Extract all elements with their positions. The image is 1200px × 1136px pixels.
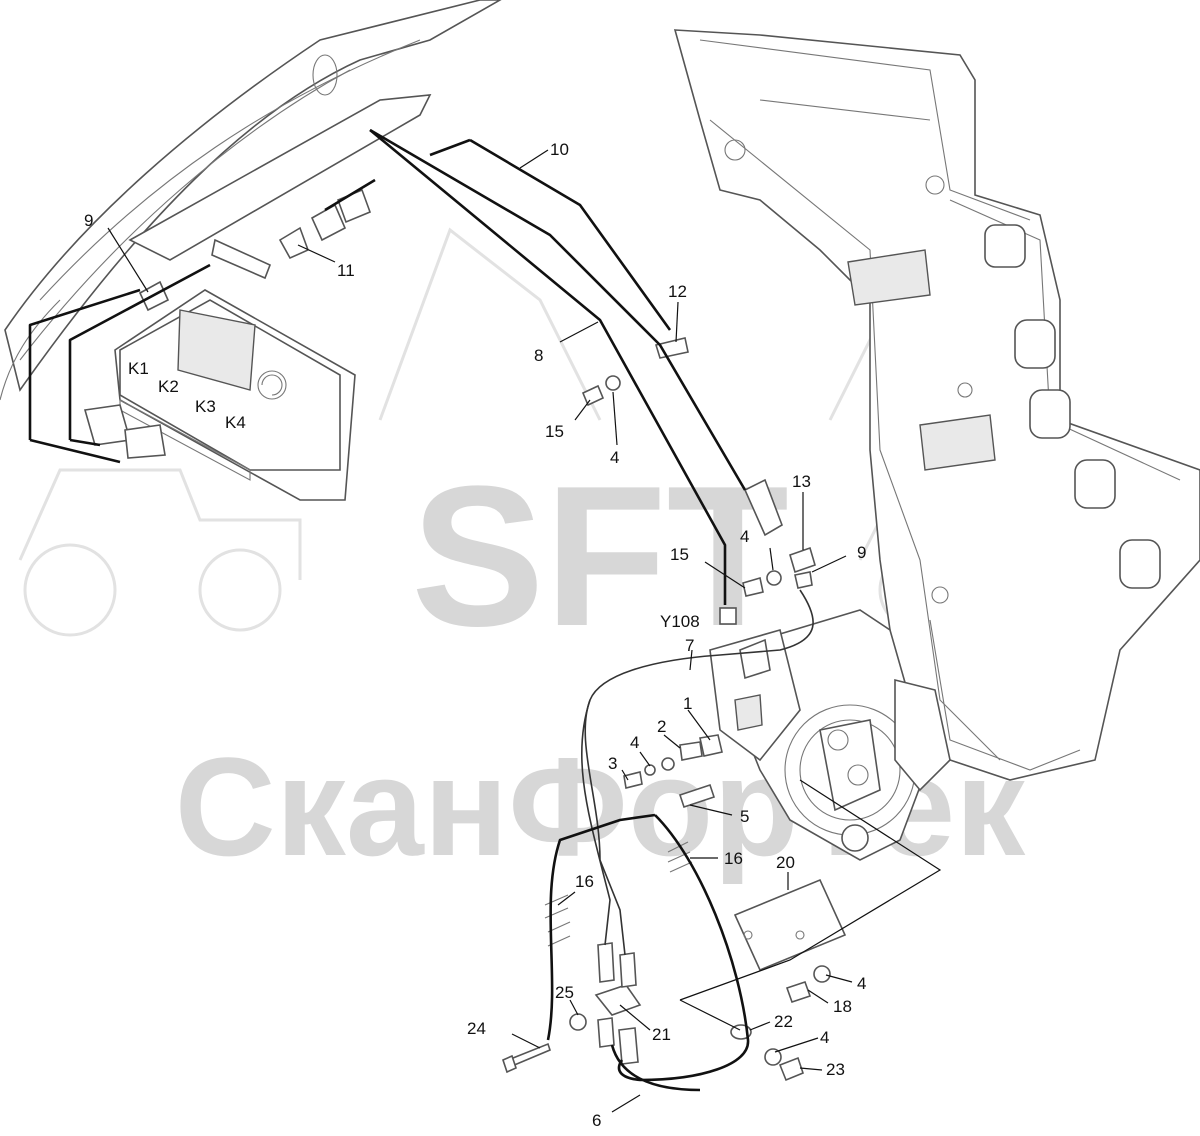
module-key-k1: K1 xyxy=(128,359,149,378)
callout-25: 25 xyxy=(555,983,574,1002)
callout-21: 21 xyxy=(652,1025,671,1044)
callout-y108: Y108 xyxy=(660,612,700,631)
callout-9-top: 9 xyxy=(84,211,93,230)
callout-4-top: 4 xyxy=(610,448,619,467)
wiring-harness xyxy=(28,128,814,1092)
callout-11: 11 xyxy=(337,261,355,280)
callout-4-left: 4 xyxy=(630,733,639,752)
callout-2: 2 xyxy=(657,717,666,736)
callout-3: 3 xyxy=(608,754,617,773)
callout-24: 24 xyxy=(467,1019,486,1038)
callout-4-bottom: 4 xyxy=(820,1028,829,1047)
callout-7: 7 xyxy=(685,636,694,655)
chassis-frame xyxy=(673,29,1200,781)
callout-labels: 10 9 11 12 8 15 4 13 4 9 15 Y108 7 1 2 4… xyxy=(84,140,866,1130)
callout-22: 22 xyxy=(774,1012,793,1031)
callout-9-mid: 9 xyxy=(857,543,866,562)
callout-20: 20 xyxy=(776,853,795,872)
watermark-brand: SFT xyxy=(411,445,789,668)
mounting-plate xyxy=(733,878,847,972)
module-key-k2: K2 xyxy=(158,377,179,396)
callout-8: 8 xyxy=(534,346,543,365)
fasteners xyxy=(138,188,831,1082)
callout-16-left: 16 xyxy=(575,872,594,891)
callout-18: 18 xyxy=(833,997,852,1016)
callout-15-top: 15 xyxy=(545,422,564,441)
callout-5: 5 xyxy=(740,807,749,826)
leader-lines xyxy=(107,149,942,1113)
callout-4-mid: 4 xyxy=(740,527,749,546)
callout-4-plate: 4 xyxy=(857,974,866,993)
callout-12: 12 xyxy=(668,282,687,301)
callout-10: 10 xyxy=(550,140,569,159)
callout-6: 6 xyxy=(592,1111,601,1130)
callout-13: 13 xyxy=(792,472,811,491)
transmission-unit xyxy=(623,609,951,861)
callout-15-mid: 15 xyxy=(670,545,689,564)
callout-16-right: 16 xyxy=(724,849,743,868)
control-module: K1 K2 K3 K4 xyxy=(83,238,356,501)
callout-23: 23 xyxy=(826,1060,845,1079)
module-key-k4: K4 xyxy=(225,413,246,432)
callout-1: 1 xyxy=(683,694,692,713)
module-key-k3: K3 xyxy=(195,397,216,416)
